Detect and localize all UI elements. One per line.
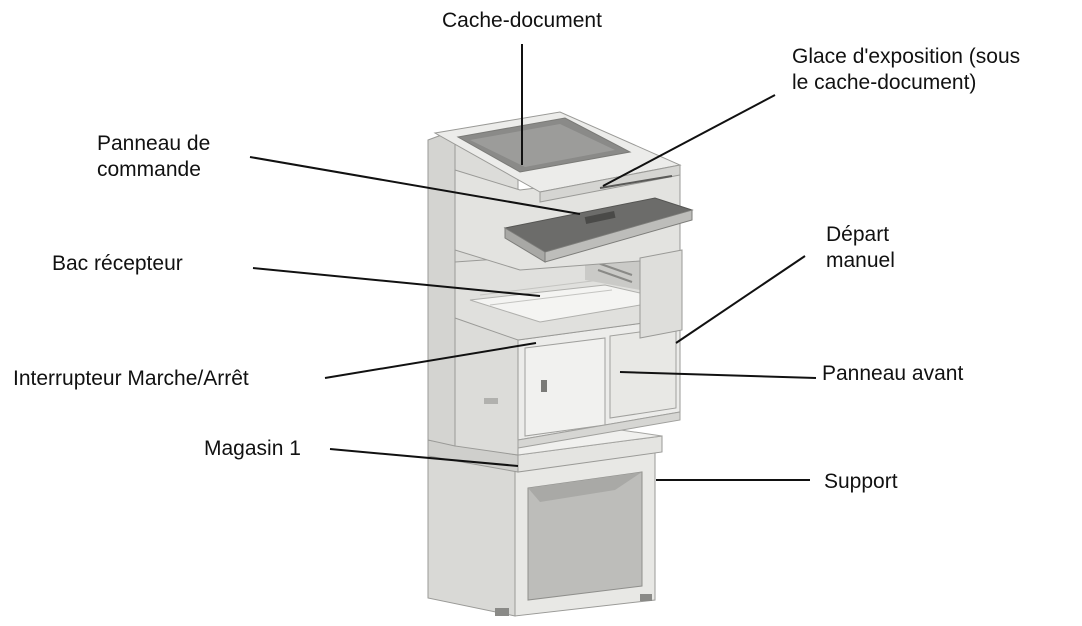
bypass-tray bbox=[639, 249, 683, 339]
label-interrupteur: Interrupteur Marche/Arrêt bbox=[13, 367, 249, 390]
label-panneau-avant: Panneau avant bbox=[822, 362, 964, 385]
label-panneau-commande-line2: commande bbox=[97, 158, 201, 181]
label-glace-line1: Glace d'exposition (sous bbox=[792, 45, 1021, 68]
leader-bac-recepteur bbox=[252, 267, 541, 297]
label-depart-manuel: Départ manuel bbox=[826, 222, 895, 274]
label-support: Support bbox=[824, 470, 898, 493]
label-depart-line2: manuel bbox=[826, 249, 895, 272]
label-bac-recepteur: Bac récepteur bbox=[52, 252, 183, 275]
label-glace-line2: le cache-document) bbox=[792, 71, 977, 94]
leader-depart bbox=[675, 255, 806, 344]
control-panel bbox=[503, 197, 694, 263]
label-magasin: Magasin 1 bbox=[204, 437, 301, 460]
leader-glace bbox=[602, 94, 776, 187]
label-glace-exposition: Glace d'exposition (sous le cache-docume… bbox=[792, 44, 1020, 96]
leader-lines bbox=[249, 44, 817, 481]
leader-panneau-commande bbox=[249, 156, 581, 215]
label-panneau-commande: Panneau de commande bbox=[97, 131, 210, 183]
leader-panneau-avant bbox=[619, 371, 817, 379]
label-panneau-commande-line1: Panneau de bbox=[97, 132, 211, 155]
label-depart-line1: Départ bbox=[826, 223, 890, 246]
leader-magasin bbox=[329, 448, 519, 467]
label-cache-document: Cache-document bbox=[442, 9, 602, 32]
support-stand bbox=[427, 451, 656, 617]
leader-interrupteur bbox=[324, 342, 537, 379]
